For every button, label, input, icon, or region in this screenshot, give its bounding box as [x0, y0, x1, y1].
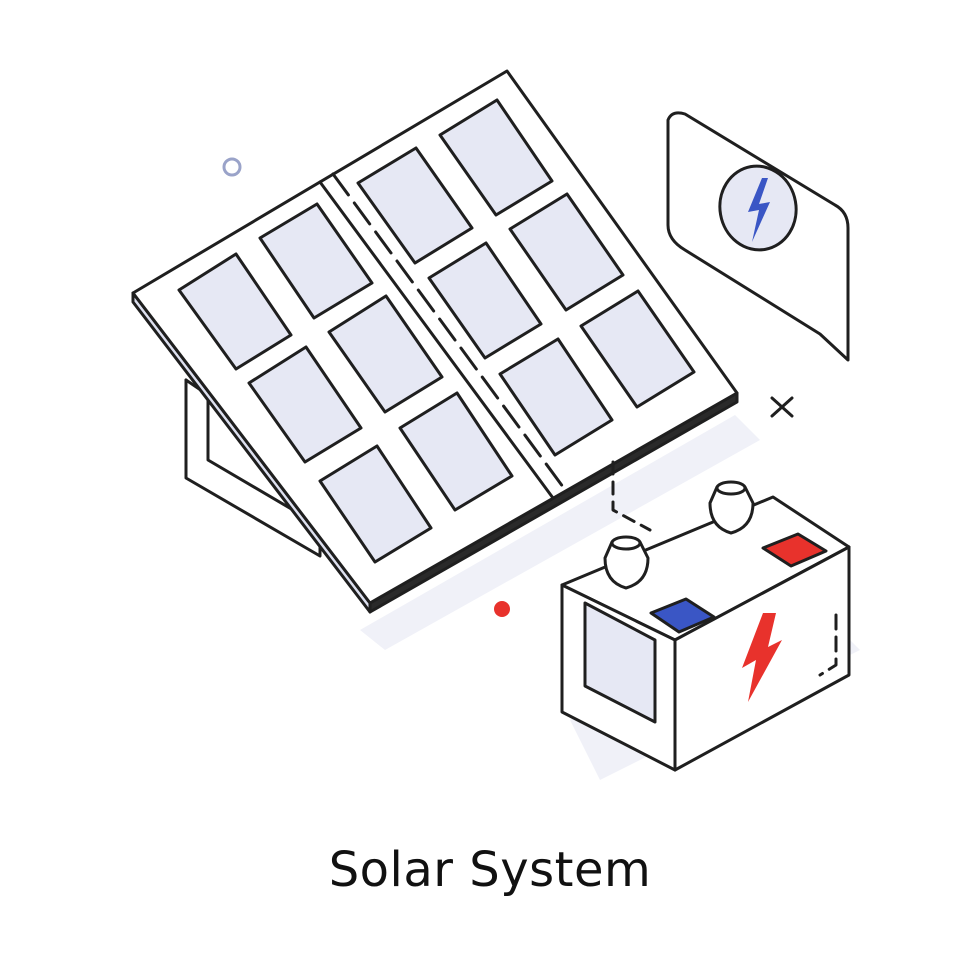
decor-circle	[222, 157, 242, 177]
caption-title: Solar System	[328, 842, 652, 898]
lightning-bolt-icon	[748, 178, 770, 242]
decor-cross	[770, 396, 794, 418]
solar-panel-icon	[131, 69, 760, 650]
speech-bubble-icon	[666, 111, 850, 362]
decor-red-dot	[494, 601, 510, 617]
battery-icon	[560, 480, 860, 780]
lightning-bolt-icon	[742, 613, 782, 702]
connection-wire	[611, 460, 652, 532]
